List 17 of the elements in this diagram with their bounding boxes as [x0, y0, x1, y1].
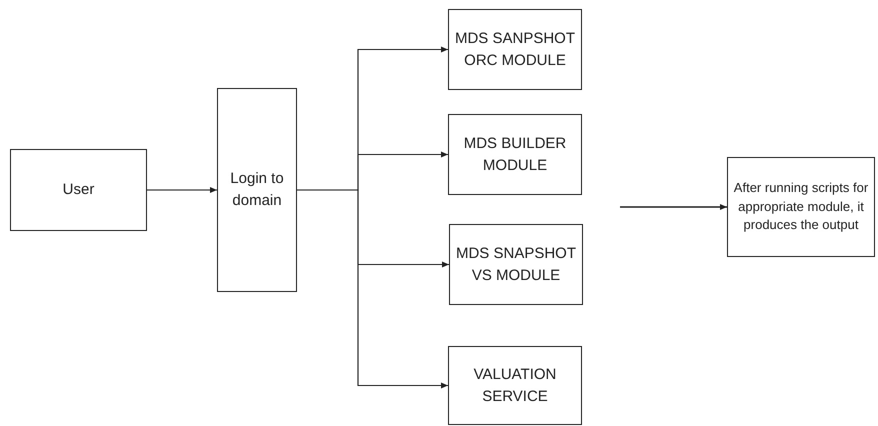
process-box	[448, 346, 582, 425]
node-label: After running scripts for appropriate module, it produces the output	[732, 178, 870, 234]
node-label: MDS BUILDER MODULE	[462, 134, 568, 176]
arrow	[297, 189, 448, 388]
node-label: MDS SNAPSHOT VS MODULE	[454, 244, 577, 286]
process-box	[448, 9, 582, 90]
process-box	[217, 88, 297, 292]
arrow	[620, 204, 727, 210]
process-box	[449, 224, 583, 305]
node-label: Login to domain	[229, 169, 285, 211]
node-label: User	[62, 180, 94, 200]
process-box	[448, 114, 582, 195]
arrow	[147, 187, 217, 193]
process-box	[10, 149, 147, 231]
node-label: MDS SANPSHOT ORC MODULE	[454, 28, 576, 70]
process-box	[727, 157, 875, 257]
node-label: VALUATION SERVICE	[472, 364, 558, 406]
